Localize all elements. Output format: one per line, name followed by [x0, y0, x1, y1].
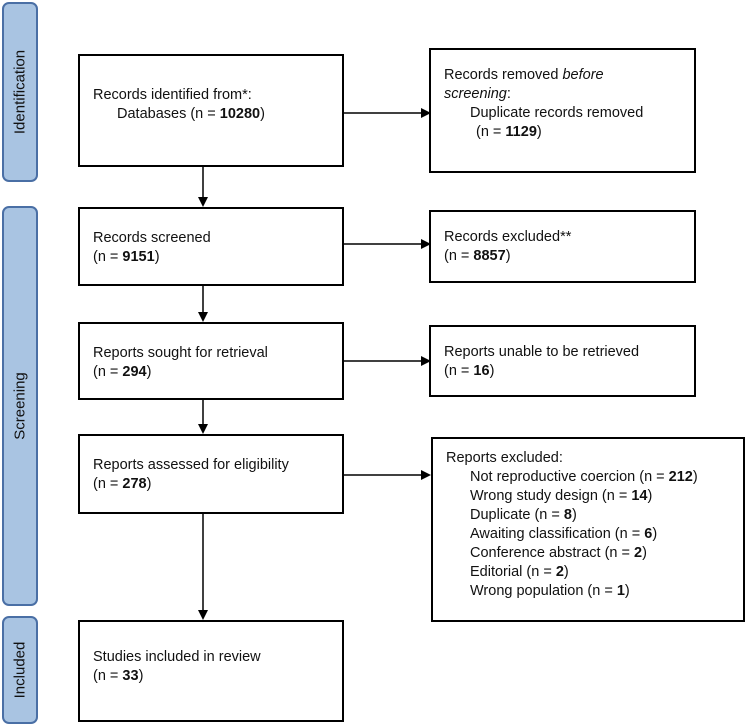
reports-assessed-label: Reports assessed for eligibility [93, 457, 289, 473]
exclusion-reason: Wrong population (n = 1) [470, 583, 630, 599]
duplicates-count-line: (n = 1129) [476, 124, 542, 140]
duplicates-count: 1129 [505, 124, 537, 140]
reports-not-retrieved-label: Reports unable to be retrieved [444, 344, 640, 360]
reports-excluded-box: Reports excluded: Not reproductive coerc… [431, 437, 745, 622]
records-removed-title: Records removed before [444, 67, 604, 83]
exclusion-reason: Wrong study design (n = 14) [470, 488, 653, 504]
stage-screening: Screening [2, 206, 38, 606]
studies-included-box: Studies included in review (n = 33) [78, 620, 344, 722]
databases-count: 10280 [219, 106, 261, 122]
records-screened-count: 9151 [122, 249, 155, 265]
duplicates-label: Duplicate records removed [470, 105, 644, 121]
exclusion-reason-count: 14 [631, 488, 648, 504]
records-screened-box: Records screened (n = 9151) [78, 207, 344, 286]
reports-sought-label: Reports sought for retrieval [93, 345, 268, 361]
reports-sought-count: 294 [122, 364, 147, 380]
records-screened-count-line: (n = 9151) [93, 249, 160, 265]
reports-assessed-box: Reports assessed for eligibility (n = 27… [78, 434, 344, 514]
records-excluded-count-line: (n = 8857) [444, 248, 511, 264]
exclusion-reason-count: 1 [616, 583, 625, 599]
records-excluded-label: Records excluded** [444, 229, 572, 245]
records-excluded-count: 8857 [473, 248, 506, 264]
studies-included-count-line: (n = 33) [93, 668, 144, 684]
reports-sought-box: Reports sought for retrieval (n = 294) [78, 322, 344, 400]
exclusion-reason-count: 2 [555, 564, 564, 580]
records-screened-label: Records screened [93, 230, 211, 246]
studies-included-count: 33 [122, 668, 139, 684]
reports-assessed-count: 278 [122, 476, 147, 492]
exclusion-reason: Editorial (n = 2) [470, 564, 569, 580]
records-identified-box: Records identified from*: Databases (n =… [78, 54, 344, 167]
exclusion-reason: Not reproductive coercion (n = 212) [470, 469, 698, 485]
reports-excluded-title: Reports excluded: [446, 450, 563, 466]
reports-sought-count-line: (n = 294) [93, 364, 152, 380]
exclusion-reason-count: 212 [668, 469, 693, 485]
records-identified-label: Records identified from*: [93, 87, 252, 103]
exclusion-reason: Duplicate (n = 8) [470, 507, 577, 523]
exclusion-reason-count: 2 [634, 545, 643, 561]
exclusion-reason: Conference abstract (n = 2) [470, 545, 647, 561]
reports-not-retrieved-count-line: (n = 16) [444, 363, 495, 379]
reports-not-retrieved-count: 16 [473, 363, 490, 379]
records-excluded-box: Records excluded** (n = 8857) [429, 210, 696, 283]
exclusion-reason-count: 6 [644, 526, 653, 542]
reports-assessed-count-line: (n = 278) [93, 476, 152, 492]
exclusion-reason: Awaiting classification (n = 6) [470, 526, 658, 542]
studies-included-label: Studies included in review [93, 649, 261, 665]
databases-count-line: Databases (n = 10280) [117, 106, 265, 122]
records-removed-subtitle: screening: [444, 86, 511, 102]
stage-included: Included [2, 616, 38, 724]
records-removed-box: Records removed before screening: Duplic… [429, 48, 696, 173]
exclusion-reason-count: 8 [563, 507, 572, 523]
reports-not-retrieved-box: Reports unable to be retrieved (n = 16) [429, 325, 696, 397]
stage-identification: Identification [2, 2, 38, 182]
